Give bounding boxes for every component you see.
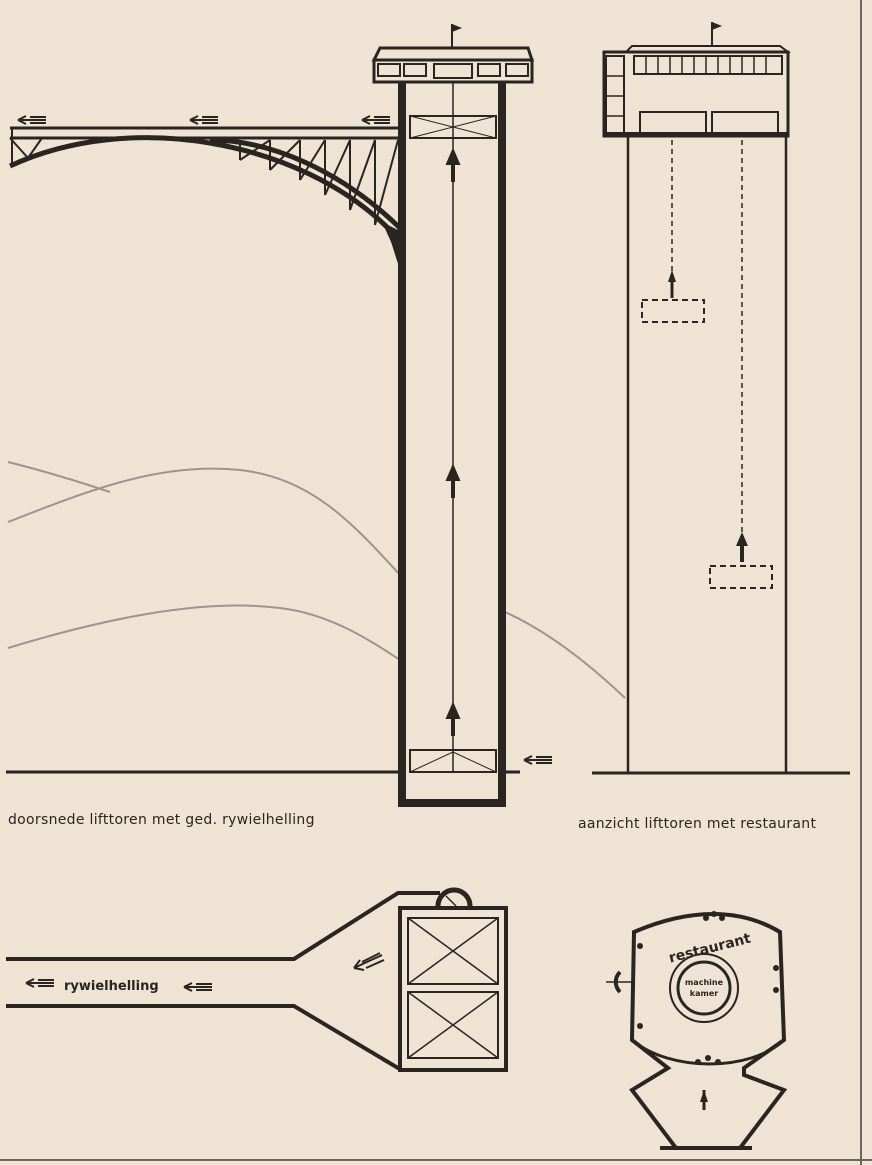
section-tower: [6, 24, 552, 807]
restaurant-plan-label: restaurant: [667, 931, 753, 967]
hill-contours: [7, 461, 626, 699]
machine-room-label-line1: machine: [685, 978, 724, 987]
elevation-tower: [592, 22, 850, 775]
section-caption: doorsnede lifttoren met ged. rywielhelli…: [8, 812, 315, 828]
arch-abutment: [382, 222, 402, 266]
plan-ramp: [6, 887, 508, 1072]
machine-room-label-line2: kamer: [690, 989, 718, 998]
bridge: [8, 115, 403, 266]
ramp-plan-label: rywielhelling: [64, 979, 159, 994]
plan-restaurant: [606, 911, 788, 1150]
deck-arrows: [17, 115, 390, 125]
bridge-truss: [9, 137, 399, 226]
elevation-caption: aanzicht lifttoren met restaurant: [578, 816, 817, 832]
